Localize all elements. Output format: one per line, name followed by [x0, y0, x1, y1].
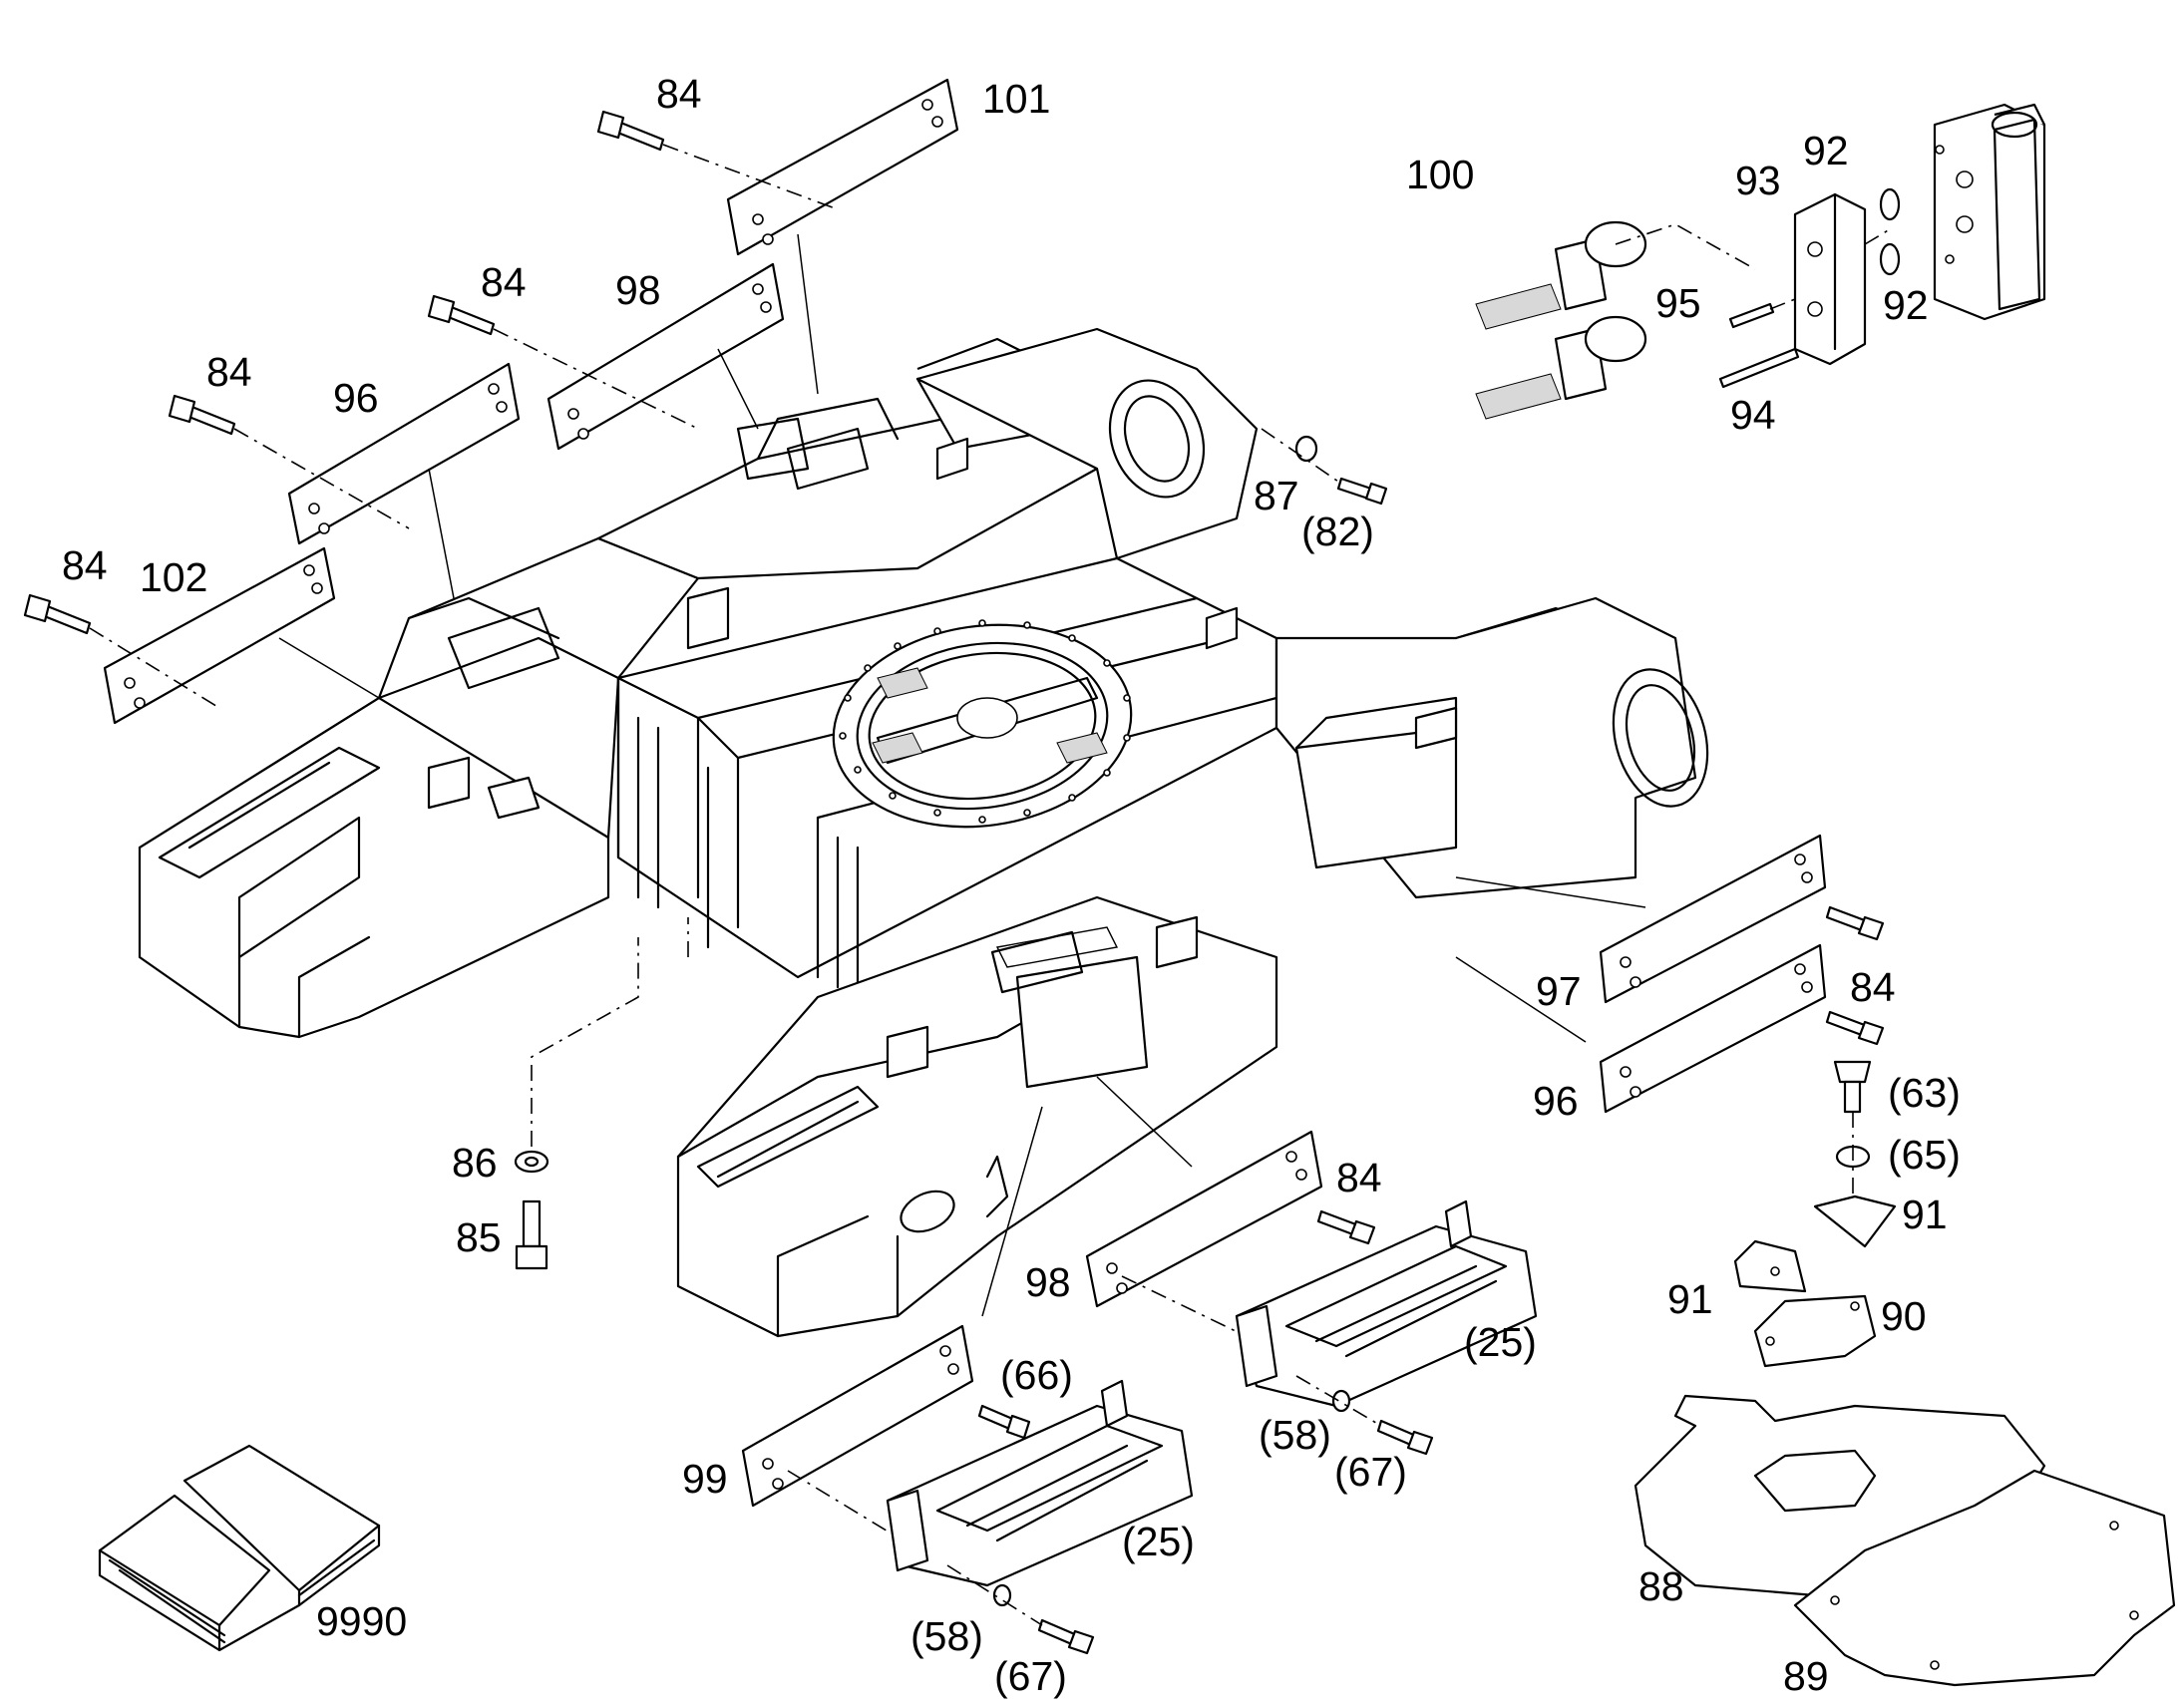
bearing-bolt-holes	[839, 619, 1131, 824]
cover-89	[1793, 1469, 2176, 1687]
callout-84: 84	[481, 259, 527, 305]
swivel-valve-assembly	[1475, 103, 2046, 420]
bolts-84-left	[23, 110, 665, 635]
callout-25: (25)	[1122, 1519, 1195, 1564]
callout-101: 101	[982, 76, 1050, 122]
bolt-85	[515, 1199, 548, 1270]
plate-98-lower	[1085, 1130, 1323, 1308]
callout-85: 85	[456, 1214, 502, 1260]
callout-97: 97	[1536, 968, 1582, 1014]
plate-101	[726, 78, 959, 256]
callout-99: 99	[682, 1456, 728, 1502]
callout-84: 84	[62, 542, 108, 588]
callout-58: (58)	[1259, 1412, 1331, 1458]
callout-93: 93	[1735, 158, 1781, 203]
callout-84: 84	[1850, 964, 1896, 1010]
callout-labels: 84 101 84 98 84 96 84 102 100 93 92 92 9…	[62, 71, 1961, 1699]
callout-66: (66)	[1000, 1352, 1073, 1398]
washer-bolt-87-82	[1294, 435, 1388, 506]
callout-92: 92	[1883, 282, 1929, 328]
callout-96: 96	[1533, 1078, 1579, 1124]
callout-84: 84	[206, 349, 252, 395]
callout-86: 86	[452, 1140, 498, 1186]
plate-96-upper	[287, 362, 521, 545]
callout-96: 96	[333, 375, 379, 421]
plate-96-right	[1599, 943, 1827, 1114]
step-25-left	[886, 1379, 1194, 1587]
callout-91: 91	[1902, 1192, 1948, 1237]
callout-98: 98	[1025, 1259, 1071, 1305]
track-frame-assembly	[138, 327, 1709, 1338]
callout-82: (82)	[1301, 509, 1374, 554]
plate-98-upper	[546, 262, 785, 451]
callout-95: 95	[1655, 280, 1701, 326]
callout-94: 94	[1730, 392, 1776, 438]
callout-100: 100	[1406, 152, 1474, 197]
callout-58: (58)	[910, 1613, 983, 1659]
plate-91-right	[1813, 1195, 1897, 1248]
washer-86	[514, 1150, 549, 1174]
callout-9990: 9990	[316, 1598, 407, 1644]
callout-84: 84	[656, 71, 702, 117]
callout-92: 92	[1803, 128, 1849, 173]
callout-90: 90	[1881, 1293, 1927, 1339]
plate-91-left	[1733, 1239, 1807, 1293]
callout-91: 91	[1667, 1276, 1713, 1322]
plate-99	[741, 1324, 974, 1508]
callout-88: 88	[1638, 1563, 1684, 1609]
callout-67: (67)	[1334, 1449, 1407, 1495]
plate-102	[103, 546, 336, 725]
manual-9990	[98, 1444, 381, 1652]
callout-89: 89	[1783, 1653, 1829, 1699]
step-25-right	[1235, 1199, 1538, 1408]
bolt-washer-63-65	[1833, 1060, 1872, 1169]
plate-97	[1599, 834, 1827, 1004]
callout-63: (63)	[1888, 1070, 1961, 1116]
callout-65: (65)	[1888, 1132, 1961, 1178]
callout-84: 84	[1336, 1155, 1382, 1200]
callout-25: (25)	[1464, 1319, 1537, 1365]
callout-67: (67)	[994, 1653, 1067, 1699]
callout-98: 98	[615, 267, 661, 313]
callout-87: 87	[1254, 473, 1299, 518]
plate-90	[1753, 1294, 1877, 1368]
callout-102: 102	[140, 554, 207, 600]
